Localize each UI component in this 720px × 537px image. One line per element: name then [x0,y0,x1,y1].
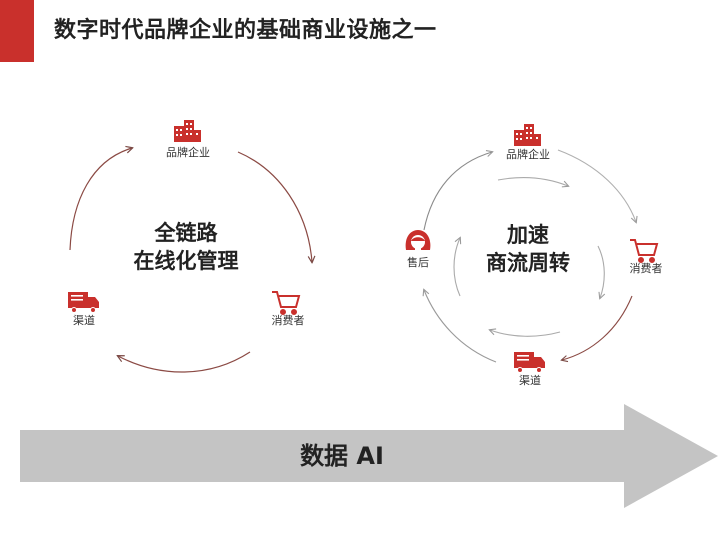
arrow-brand-to-consumer-outer [557,149,636,222]
arrow-inner-bottom [490,330,561,337]
right-cycle-arrows [423,149,636,363]
left-cycle-arrows [69,148,312,373]
arrow-consumer-to-channel [562,295,633,360]
node-label-brand: 品牌企业 [506,147,550,161]
building-icon [174,120,201,142]
right-center-line1: 加速 [506,223,549,247]
shopping-cart-icon [630,239,659,263]
arrow-consumer-to-channel [118,351,251,373]
node-label-aftersales: 售后 [407,255,429,269]
data-ai-label: 数据 AI [300,442,384,470]
left-center-line2: 在线化管理 [134,249,239,273]
arrow-channel-to-brand [69,148,132,251]
delivery-truck-icon [514,352,545,373]
data-ai-arrow-banner [20,404,718,508]
right-center-line2: 商流周转 [486,251,570,275]
customer-service-icon [405,230,431,251]
arrow-channel-to-aftersales [424,290,497,363]
arrow-inner-right [597,245,604,298]
title-accent-bar [0,0,34,62]
arrow-aftersales-to-brand [423,152,492,231]
delivery-truck-icon [68,292,99,313]
node-label-channel: 渠道 [519,373,541,387]
arrow-brand-to-consumer [237,151,312,262]
page-title: 数字时代品牌企业的基础商业设施之一 [54,18,437,43]
building-icon [514,124,541,146]
node-label-consumer: 消费者 [272,313,305,327]
left-center-line1: 全链路 [154,221,219,245]
shopping-cart-icon [272,291,301,315]
node-label-consumer: 消费者 [630,261,663,275]
node-label-brand: 品牌企业 [166,145,210,159]
arrow-inner-left [453,238,460,297]
arrow-inner-top [497,177,568,186]
node-label-channel: 渠道 [73,313,95,327]
